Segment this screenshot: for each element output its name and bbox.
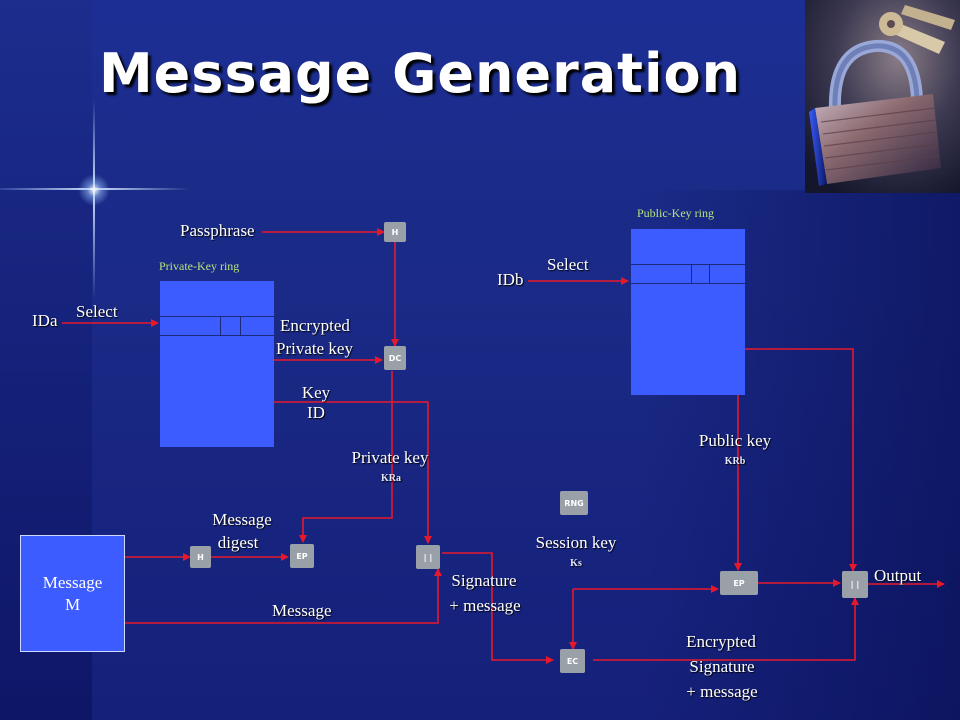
private-key-label: Private key: [351, 448, 429, 467]
encrypted-signature-label-3: + message: [686, 682, 758, 701]
ks-label: Ks: [570, 558, 582, 569]
private-key-ring: [160, 281, 274, 447]
message-digest-label-2: digest: [217, 533, 259, 552]
ida-label: IDa: [32, 311, 58, 330]
slide-title: Message Generation: [98, 42, 742, 105]
message-box-label: Message: [42, 572, 103, 592]
private-key-ring-entry: [160, 316, 274, 336]
decryption-box: DC: [384, 346, 406, 370]
signature-message-label-1: Signature: [451, 571, 517, 590]
select-b-label: Select: [547, 255, 589, 274]
message-line-label: Message: [272, 601, 332, 620]
encrypted-private-key-label-2: Private key: [276, 339, 353, 358]
concatenation-box-1: | |: [416, 545, 440, 569]
krb-label: KRb: [724, 456, 746, 467]
random-number-generator-box: RNG: [560, 491, 588, 515]
light-flare-core: [78, 174, 110, 206]
message-box: Message M: [20, 535, 125, 652]
encrypted-private-key-label-1: Encrypted: [280, 316, 350, 335]
signature-message-label-2: + message: [449, 596, 521, 615]
encrypted-signature-label-1: Encrypted: [686, 632, 756, 651]
public-key-ring-label: Public-Key ring: [637, 206, 714, 220]
public-encryption-box-sign: EP: [290, 544, 314, 568]
hash-function-box-message: H: [190, 546, 211, 568]
public-encryption-box-session: EP: [720, 571, 758, 595]
padlock-icon: [805, 0, 960, 193]
private-key-ring-label: Private-Key ring: [159, 259, 240, 273]
message-box-symbol: M: [64, 594, 81, 614]
background-band: [0, 0, 960, 192]
session-key-label: Session key: [535, 533, 617, 552]
public-key-ring-entry: [631, 264, 745, 284]
kra-label: KRa: [381, 473, 401, 484]
idb-label: IDb: [497, 270, 524, 289]
key-id-label-2: ID: [307, 403, 325, 422]
public-key-ring: [631, 229, 745, 395]
encrypted-signature-label-2: Signature: [689, 657, 755, 676]
passphrase-label: Passphrase: [180, 221, 255, 240]
select-a-label: Select: [76, 302, 118, 321]
concatenation-box-2: | |: [842, 571, 868, 598]
message-digest-label-1: Message: [212, 510, 272, 529]
output-label: Output: [874, 566, 922, 585]
public-key-label: Public key: [698, 431, 772, 450]
hash-function-box: H: [384, 222, 406, 242]
conventional-encryption-box: EC: [560, 649, 585, 673]
key-id-label-1: Key: [301, 383, 331, 402]
